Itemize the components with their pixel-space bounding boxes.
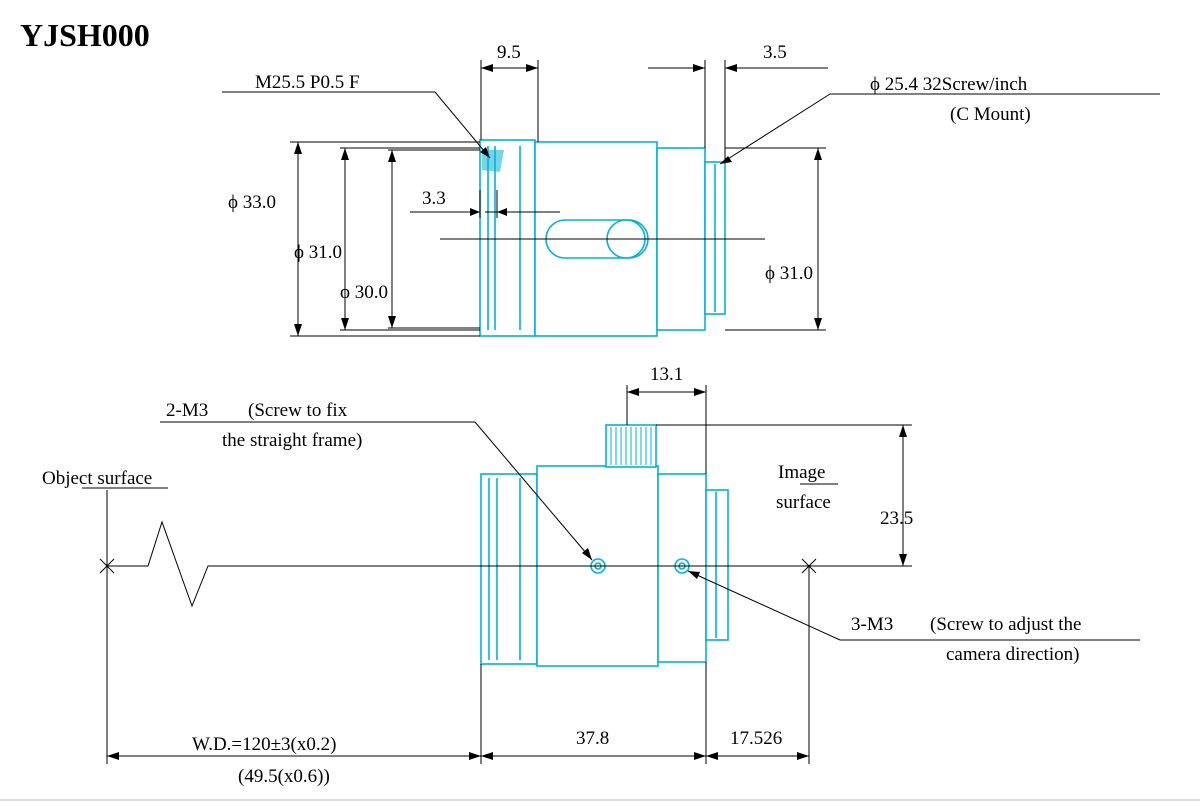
label-dia-outer: ϕ 33.0 xyxy=(228,192,276,213)
label-dim-23-5: 23.5 xyxy=(880,508,913,529)
label-image-surface-2: surface xyxy=(776,492,831,513)
label-dim-3-3: 3.3 xyxy=(422,188,446,209)
label-dim-3-5: 3.5 xyxy=(763,42,787,63)
label-thread-spec: M25.5 P0.5 F xyxy=(255,72,360,93)
label-screw-adjust-note-2: camera direction) xyxy=(946,644,1079,665)
label-mount-spec: ϕ 25.4 32Screw/inch xyxy=(870,74,1028,95)
label-object-surface: Object surface xyxy=(42,468,152,489)
label-dia-mid: ϕ 31.0 xyxy=(294,242,342,263)
side-view-lens-outline xyxy=(480,424,729,667)
label-screw-fix-note-1: (Screw to fix xyxy=(248,400,348,421)
side-view: 2-M3 (Screw to fix the straight frame) 1… xyxy=(42,364,1140,787)
drawing-title: YJSH000 xyxy=(20,17,150,53)
label-screw-fix-note-2: the straight frame) xyxy=(222,430,362,451)
label-dia-rear: ϕ 31.0 xyxy=(765,263,813,284)
label-screw-adjust-spec: 3-M3 xyxy=(851,614,893,635)
top-view-lens-outline xyxy=(479,139,726,337)
label-dim-17-526: 17.526 xyxy=(730,728,782,749)
label-mount-type: (C Mount) xyxy=(950,104,1031,125)
label-dim-9-5: 9.5 xyxy=(497,42,521,63)
label-dim-37-8: 37.8 xyxy=(576,728,609,749)
label-dia-inner: ϕ 30.0 xyxy=(340,282,388,303)
top-view: M25.5 P0.5 F 9.5 3.5 ϕ 25.4 32Screw/inch… xyxy=(222,42,1160,337)
label-screw-fix-spec: 2-M3 xyxy=(166,400,208,421)
label-dim-13-1: 13.1 xyxy=(650,364,683,385)
label-working-distance-alt: (49.5(x0.6)) xyxy=(238,766,330,787)
label-working-distance: W.D.=120±3(x0.2) xyxy=(192,734,336,755)
label-screw-adjust-note-1: (Screw to adjust the xyxy=(930,614,1081,635)
label-image-surface-1: Image xyxy=(778,462,825,483)
optical-axis xyxy=(106,520,830,608)
